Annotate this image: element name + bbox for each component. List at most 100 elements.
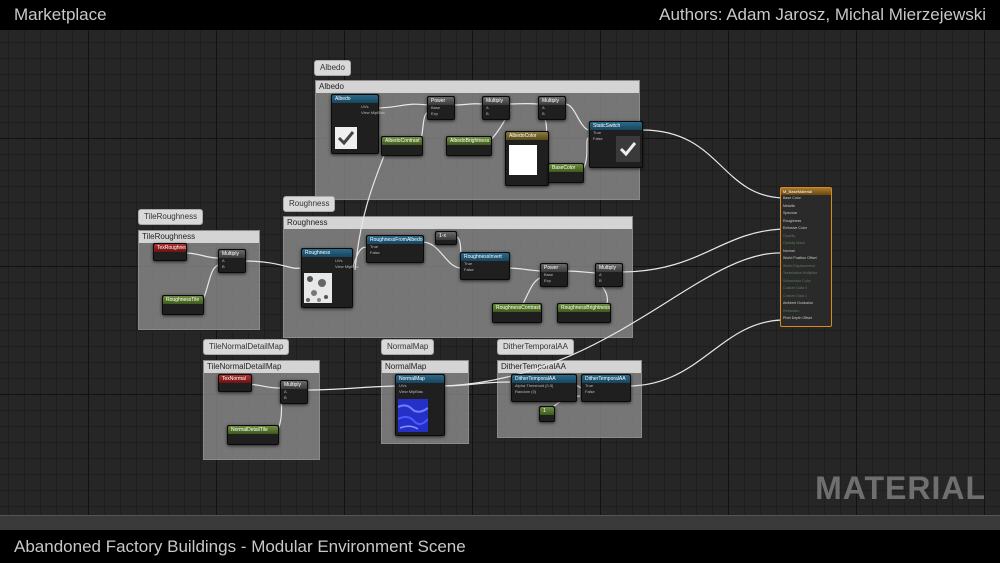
normal-map-thumbnail	[398, 399, 428, 432]
node-dither-temporal-aa[interactable]: DitherTemporalAA Alpha Threshold (0.5) R…	[511, 374, 577, 402]
comment-header-tile-roughness: TileRoughness	[139, 231, 259, 243]
pin-a[interactable]: A	[222, 258, 225, 263]
pin-custom-data-1[interactable]: Custom Data 1	[783, 293, 807, 298]
texture-sample-roughness[interactable]: Roughness UVs View MipBias	[301, 248, 359, 308]
marketplace-label: Marketplace	[14, 5, 107, 24]
pin-alpha-threshold[interactable]: Alpha Threshold (0.5)	[515, 383, 554, 388]
pin-base[interactable]: Base	[431, 105, 441, 110]
pin-world-position-offset[interactable]: World Position Offset	[783, 256, 817, 260]
pin-opacity[interactable]: Opacity	[783, 233, 796, 238]
switch-dither-temporal-aa[interactable]: DitherTemporalAA True False	[581, 374, 631, 402]
pin-opacity-mask[interactable]: Opacity Mask	[783, 241, 805, 245]
comment-header-tile-normal: TileNormalDetailMap	[204, 361, 319, 373]
pin-true[interactable]: True	[370, 244, 379, 249]
pin-exp[interactable]: Exp	[431, 111, 438, 116]
pin-custom-data-0[interactable]: Custom Data 0	[783, 286, 807, 290]
param-roughness-brightness[interactable]: RoughnessBrightness	[557, 303, 611, 323]
pin-a[interactable]: A	[284, 389, 287, 394]
node-multiply[interactable]: Multiply A B	[482, 96, 510, 120]
pin-false[interactable]: False	[593, 136, 603, 141]
vector-param-albedo-color[interactable]: AlbedoColor	[505, 131, 549, 186]
texture-sample-albedo[interactable]: Albedo UVs View MipBias	[331, 94, 385, 154]
node-title: DitherTemporalAA	[582, 375, 630, 383]
node-power[interactable]: Power Base Exp	[540, 263, 568, 287]
pin-emissive-color[interactable]: Emissive Color	[783, 226, 807, 230]
pin-false[interactable]: False	[370, 250, 380, 255]
pin-true[interactable]: True	[585, 383, 594, 388]
node-title: DitherTemporalAA	[512, 375, 576, 383]
pin-view-mipbias[interactable]: View MipBias	[399, 389, 423, 394]
node-multiply[interactable]: Multiply A B	[595, 263, 623, 287]
node-multiply[interactable]: Multiply A B	[218, 249, 246, 273]
switch-roughness-from-albedo[interactable]: RoughnessFromAlbedo True False	[366, 235, 424, 263]
pin-world-displacement[interactable]: World Displacement	[783, 263, 816, 268]
pin-random[interactable]: Random (0)	[515, 389, 537, 394]
node-multiply[interactable]: Multiply A B	[280, 380, 308, 404]
node-multiply[interactable]: Multiply A B	[538, 96, 566, 120]
pin-a[interactable]: A	[542, 105, 545, 110]
texture-sample-normal-map[interactable]: NormalMap UVs View MipBias	[395, 374, 445, 436]
comment-tab-roughness[interactable]: Roughness	[283, 196, 336, 212]
pin-refraction[interactable]: Refraction	[783, 308, 800, 313]
material-graph-canvas[interactable]: Albedo Albedo Roughness Roughness TileRo…	[0, 30, 1000, 531]
param-roughness-contrast[interactable]: RoughnessContrast	[492, 303, 542, 323]
param-albedo-contrast[interactable]: AlbedoContrast	[381, 136, 423, 156]
pin-base[interactable]: Base	[544, 272, 554, 277]
pin-uvs[interactable]: UVs	[361, 104, 369, 109]
param-albedo-brightness[interactable]: AlbedoBrightness	[446, 136, 492, 156]
comment-tab-tile-normal[interactable]: TileNormalDetailMap	[203, 339, 290, 355]
pin-ambient-occlusion[interactable]: Ambient Occlusion	[783, 301, 813, 305]
pin-pixel-depth-offset[interactable]: Pixel Depth Offset	[783, 316, 812, 320]
node-power[interactable]: Power Base Exp	[427, 96, 455, 120]
pin-tessellation-multiplier[interactable]: Tessellation Multiplier	[783, 271, 818, 275]
pin-uvs[interactable]: UVs	[335, 258, 343, 263]
switch-roughness-invert[interactable]: RoughnessInvert True False	[460, 252, 510, 280]
comment-box-tile-normal[interactable]: TileNormalDetailMap	[203, 360, 320, 460]
pin-b[interactable]: B	[599, 278, 602, 283]
pin-metallic[interactable]: Metallic	[783, 203, 796, 208]
param-normal-detail-tile[interactable]: NormalDetailTile	[227, 425, 279, 445]
pin-b[interactable]: B	[486, 111, 489, 116]
checkmark-icon	[335, 127, 357, 149]
pin-true[interactable]: True	[593, 130, 602, 135]
pin-true[interactable]: True	[464, 261, 473, 266]
pin-specular[interactable]: Specular	[783, 211, 798, 215]
comment-tab-dither[interactable]: DitherTemporalAA	[497, 339, 574, 355]
node-one-minus[interactable]: 1-x	[435, 231, 457, 245]
node-title: RoughnessContrast	[493, 304, 541, 312]
pin-roughness[interactable]: Roughness	[783, 218, 802, 223]
param-roughness-tile[interactable]: RoughnessTile	[162, 295, 204, 315]
pin-base-color[interactable]: Base Color	[783, 196, 801, 200]
pin-false[interactable]: False	[585, 389, 595, 394]
pin-subsurface-color[interactable]: Subsurface Color	[783, 278, 811, 283]
comment-tab-albedo[interactable]: Albedo	[314, 60, 351, 76]
pin-exp[interactable]: Exp	[544, 278, 551, 283]
param-tile-normal[interactable]: TexNormal	[218, 374, 252, 392]
static-switch-node[interactable]: StaticSwitch True False	[589, 121, 643, 168]
pin-false[interactable]: False	[464, 267, 474, 272]
comment-tab-normal-map[interactable]: NormalMap	[381, 339, 435, 355]
node-title: RoughnessBrightness	[558, 304, 610, 312]
pin-b[interactable]: B	[284, 395, 287, 400]
pin-view-mipbias[interactable]: View MipBias	[361, 110, 385, 115]
node-title: TexRoughness	[154, 244, 186, 252]
node-title: NormalDetailTile	[228, 426, 278, 434]
pin-b[interactable]: B	[542, 111, 545, 116]
comment-tab-tile-roughness[interactable]: TileRoughness	[138, 209, 204, 225]
wire	[641, 129, 783, 199]
graph-scrollbar[interactable]	[0, 515, 1000, 531]
pin-uvs[interactable]: UVs	[399, 383, 407, 388]
bottom-bar: Abandoned Factory Buildings - Modular En…	[0, 530, 1000, 563]
node-title: Power	[428, 97, 454, 105]
param-tile-roughness[interactable]: TexRoughness	[153, 243, 187, 261]
param-base-color[interactable]: BaseColor	[548, 163, 584, 183]
material-output-node[interactable]: M_BaseMaterial Base Color Metallic Specu…	[780, 187, 832, 327]
pin-b[interactable]: B	[222, 264, 225, 269]
pin-a[interactable]: A	[599, 272, 602, 277]
pin-view-mipbias[interactable]: View MipBias	[335, 264, 359, 269]
pin-a[interactable]: A	[486, 105, 489, 110]
pin-normal[interactable]: Normal	[783, 248, 795, 253]
constant-one[interactable]: 1	[539, 406, 555, 422]
node-title: RoughnessTile	[163, 296, 203, 304]
